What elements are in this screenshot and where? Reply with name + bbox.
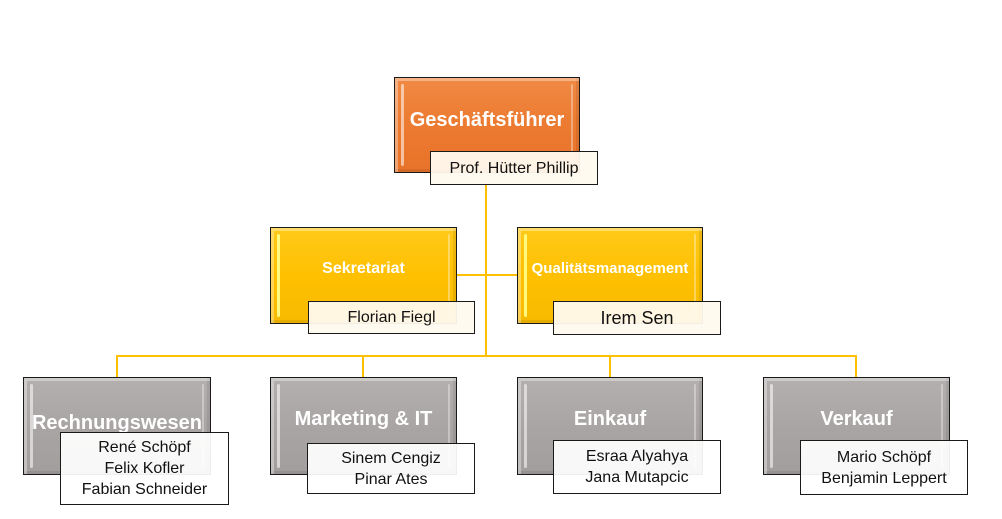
rechnungswesen-title: Rechnungswesen (31, 411, 203, 434)
person-name: Jana Mutapcic (585, 469, 689, 486)
qualitaetsmanagement-title: Qualitätsmanagement (531, 260, 689, 277)
person-name: Felix Kofler (104, 460, 185, 477)
person-name: Pinar Ates (354, 470, 428, 488)
sekretariat-title: Sekretariat (322, 259, 405, 277)
qualitaetsmanagement-names[interactable]: Irem Sen (553, 301, 721, 335)
einkauf-names[interactable]: Esraa Alyahya Jana Mutapcic (553, 440, 721, 494)
person-name: Esraa Alyahya (585, 448, 689, 465)
person-name: Fabian Schneider (81, 481, 208, 498)
connector-rechnungswesen (116, 355, 118, 377)
sekretariat-names[interactable]: Florian Fiegl (308, 301, 475, 334)
rechnungswesen-names[interactable]: René Schöpf Felix Kofler Fabian Schneide… (60, 432, 229, 505)
verkauf-names[interactable]: Mario Schöpf Benjamin Leppert (800, 440, 968, 495)
connector-einkauf (609, 355, 611, 377)
connector-marketing (362, 355, 364, 377)
connector-verkauf (855, 355, 857, 377)
person-name: Prof. Hütter Phillip (449, 159, 579, 177)
person-name: Mario Schöpf (836, 448, 932, 466)
person-name: Irem Sen (600, 307, 674, 328)
verkauf-title: Verkauf (820, 407, 893, 430)
ceo-title: Geschäftsführer (409, 108, 565, 131)
person-name: Benjamin Leppert (821, 469, 947, 487)
person-name: René Schöpf (98, 439, 191, 456)
connector-departments-horizontal (116, 355, 857, 357)
marketing-it-title: Marketing & IT (294, 407, 433, 430)
connector-trunk (485, 184, 487, 356)
ceo-names[interactable]: Prof. Hütter Phillip (430, 151, 598, 185)
person-name: Florian Fiegl (347, 309, 436, 326)
marketing-it-names[interactable]: Sinem Cengiz Pinar Ates (307, 443, 475, 494)
einkauf-title: Einkauf (573, 407, 647, 430)
person-name: Sinem Cengiz (341, 449, 441, 467)
connector-staff-horizontal (456, 274, 517, 276)
